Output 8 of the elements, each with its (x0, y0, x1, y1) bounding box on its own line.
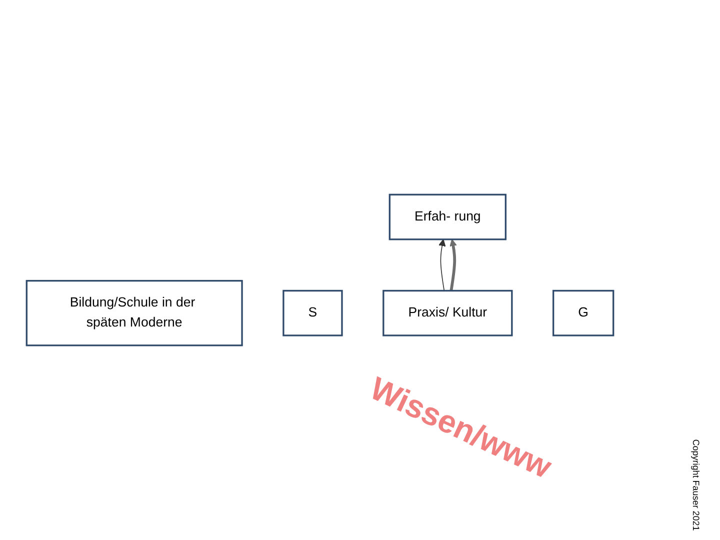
node-box: G (552, 290, 614, 336)
node-box: Bildung/Schule in der späten Moderne (26, 280, 243, 346)
arrow (450, 239, 457, 291)
arrow (438, 239, 446, 292)
copyright-note: Copyright Fauser 2021 (690, 439, 701, 531)
node-box: S (282, 290, 343, 336)
node-box: Praxis/ Kultur (382, 290, 513, 336)
node-box: Erfah- rung (388, 194, 506, 240)
